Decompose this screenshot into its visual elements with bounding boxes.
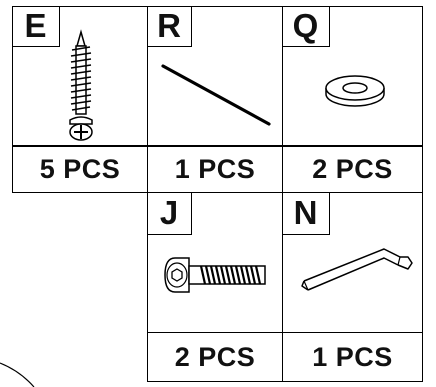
part-j-letter: J (146, 191, 192, 235)
part-n-quantity: 1 PCS (312, 341, 393, 372)
part-q-letter: Q (281, 5, 330, 47)
part-j-image-cell: J (146, 191, 283, 333)
part-q-quantity-cell: 2 PCS (282, 146, 423, 193)
part-e-quantity: 5 PCS (39, 154, 121, 184)
part-e-image-cell: E (11, 5, 148, 146)
part-r-quantity-cell: 1 PCS (147, 146, 283, 193)
part-q-quantity: 2 PCS (312, 154, 393, 184)
decorative-curve (0, 362, 35, 387)
rod-icon (161, 64, 271, 126)
part-n-quantity-cell: 1 PCS (282, 332, 423, 382)
part-q-image-cell: Q (281, 5, 423, 146)
wood-screw-icon (69, 29, 93, 141)
hex-socket-bolt-icon (164, 257, 266, 293)
part-j-quantity: 2 PCS (174, 341, 256, 372)
allen-key-icon (301, 248, 413, 291)
part-r-quantity: 1 PCS (174, 154, 256, 184)
part-n-letter: N (281, 191, 330, 235)
washer-icon (325, 75, 385, 107)
part-r-image-cell: R (146, 5, 283, 146)
part-n-image-cell: N (281, 191, 423, 333)
part-r-letter: R (146, 5, 192, 47)
part-e-letter: E (11, 5, 60, 47)
part-j-quantity-cell: 2 PCS (147, 332, 283, 382)
part-e-quantity-cell: 5 PCS (12, 146, 148, 193)
